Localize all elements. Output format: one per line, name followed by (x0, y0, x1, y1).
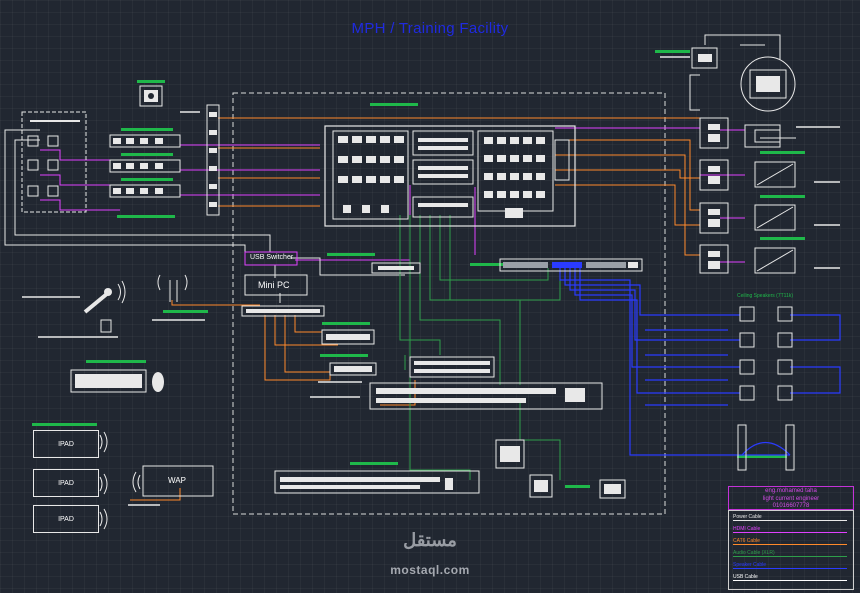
legend-item: Power Cable (729, 511, 853, 523)
cable-legend: Power Cable HDMI Cable CAT6 Cable Audio … (728, 510, 854, 590)
usb-switcher-box (244, 251, 298, 266)
rack-ports (338, 136, 545, 218)
audio-cables (399, 215, 561, 480)
display-lines (756, 163, 794, 272)
legend-item: Audio Cable (XLR) (729, 547, 853, 559)
wap-box (142, 465, 214, 497)
equipment-rack (324, 125, 576, 227)
right-plate-ports (698, 54, 780, 269)
legend-item: USB Cable (729, 571, 853, 583)
engineer-info: eng.mohamed taha light current engineer … (728, 486, 854, 510)
network-device (371, 262, 421, 274)
speaker-cables (559, 268, 841, 456)
usb-switcher-label: USB Switcher (250, 254, 294, 261)
legend-item: CAT6 Cable (729, 535, 853, 547)
engineer-phone: 01016607778 (772, 503, 810, 509)
amplifier-strip (499, 258, 643, 272)
antennas (157, 274, 188, 302)
ipad-device: IPAD (33, 505, 99, 533)
keyboard-mouse (70, 369, 164, 393)
engineer-name: eng.mohamed taha (765, 488, 817, 494)
label-bars (32, 50, 805, 488)
wall-plates-left (21, 104, 220, 216)
legend-item: Speaker Cable (729, 559, 853, 571)
drawing-title: MPH / Training Facility (351, 20, 509, 37)
mid-device-details (246, 309, 621, 494)
ipad-device: IPAD (33, 469, 99, 497)
camera-device (139, 85, 163, 107)
mini-pc-label: Mini PC (258, 280, 290, 290)
hdmi-cables (40, 127, 745, 263)
cat6-cables (130, 117, 701, 501)
mid-devices (241, 305, 626, 499)
ceiling-speakers-label: Ceiling Speakers (7T11k) (737, 293, 794, 299)
engineer-role: light current engineer (762, 495, 820, 502)
wap-label: WAP (168, 476, 186, 485)
watermark-logo: مستقل (403, 530, 457, 550)
ceiling-speakers (737, 306, 795, 471)
right-wall-plates (691, 47, 796, 274)
legend-item: HDMI Cable (729, 523, 853, 535)
usb-cables (4, 34, 796, 303)
ipad-device: IPAD (33, 430, 99, 458)
mini-pc-box (244, 274, 308, 296)
label-lines (22, 56, 840, 506)
wall-plate-fills (30, 112, 217, 207)
wifi-arcs (99, 431, 141, 530)
microphone-graphic (83, 280, 126, 333)
room-boundary (232, 92, 666, 515)
watermark-url: mostaql.com (390, 563, 470, 577)
